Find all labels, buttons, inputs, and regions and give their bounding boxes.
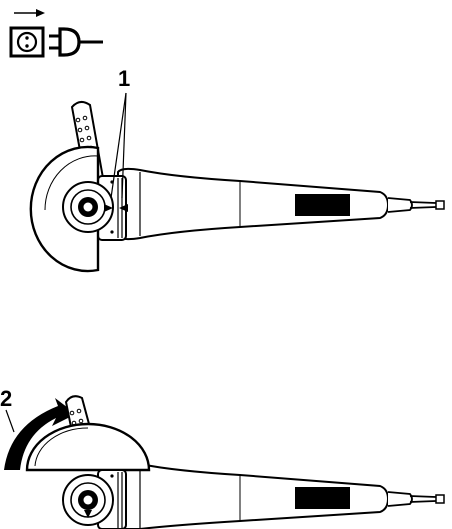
flange-nut-2 <box>62 474 114 526</box>
motor-body <box>117 167 445 241</box>
step2-figure: 2 <box>0 386 445 529</box>
callout-1-label: 1 <box>118 66 130 91</box>
callout-1: 1 <box>110 66 130 199</box>
unplug-header <box>9 9 103 58</box>
unplug-icon <box>49 27 103 57</box>
arrow-right-icon <box>14 9 45 17</box>
wheel-guard-2 <box>25 422 151 472</box>
callout-2-label: 2 <box>0 386 12 411</box>
alignment-markers <box>104 204 128 212</box>
rotate-arrow-icon <box>4 398 76 470</box>
flange-nut <box>62 181 114 233</box>
motor-body-2 <box>117 461 445 529</box>
callout-2: 2 <box>0 386 15 433</box>
power-socket-icon <box>9 26 45 58</box>
step1-figure: 1 <box>29 66 445 273</box>
vent-grille-2 <box>295 487 350 509</box>
vent-grille <box>295 194 350 216</box>
